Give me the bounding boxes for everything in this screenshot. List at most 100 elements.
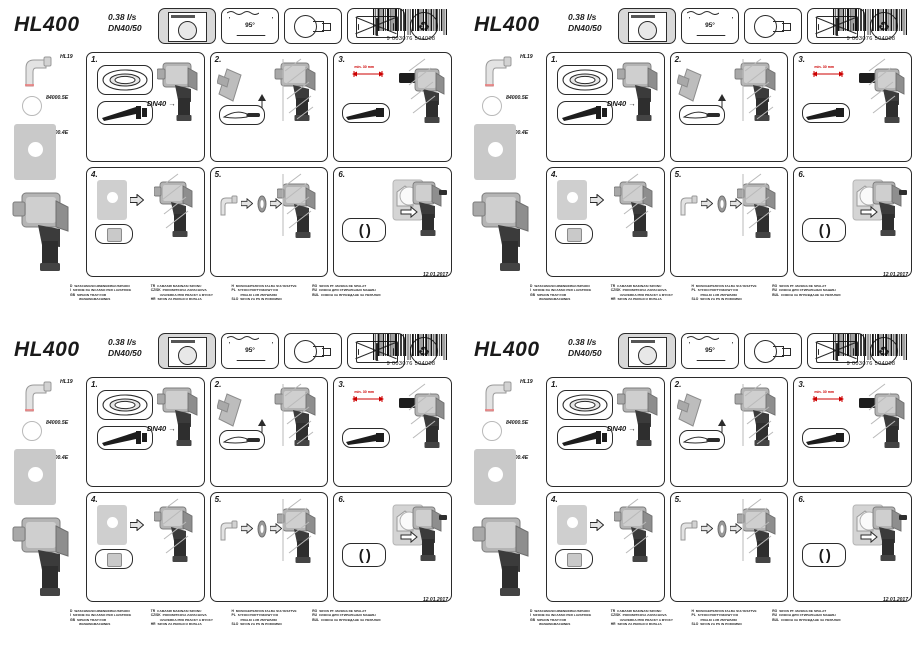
- step-panel-4: 4.: [546, 167, 665, 277]
- pipe-end-inset: [342, 103, 391, 123]
- step-number-5: 5.: [214, 170, 222, 179]
- barcode-bars: [373, 9, 447, 35]
- pipe-cut-inset: [557, 426, 613, 450]
- legend-language-code: H: [231, 609, 234, 613]
- legend-text: MOSOGEPSZIFON FALBA SULYESZTVE: [235, 284, 297, 288]
- knife-drawing: [682, 436, 720, 444]
- water-wave: [227, 335, 259, 340]
- wall-hatching-4: [161, 173, 188, 229]
- part-code-ring: 84000.5E: [506, 420, 529, 426]
- pipe-cut-inset: [97, 101, 153, 125]
- legend-text: SIPHON TRAP FOR: [536, 617, 567, 622]
- legend-language-code: CZ/SK: [150, 288, 161, 293]
- legend-text: CAMASIR MAKINASI SIFONU: [617, 284, 662, 288]
- legend-text: SIFONE DA INCASSO PER LAVATRICE: [72, 613, 132, 618]
- washing-machine-panel: [631, 15, 655, 18]
- nominal-diameter: DN40/50: [108, 23, 142, 33]
- legend-text: SIPHON TRAP FOR: [76, 292, 107, 297]
- water-wave: [687, 335, 719, 340]
- basin-temperature-icon: 95°: [221, 333, 279, 369]
- date-stamp: 12.01.2017: [882, 272, 908, 278]
- legend-language-code: GB: [70, 617, 75, 622]
- legend-text: SIPHON TRAP FOR: [76, 617, 107, 622]
- basin-temperature-icon: 95°: [681, 8, 739, 44]
- dimension-arrow-icon: [812, 396, 845, 402]
- step-number-6: 6.: [338, 170, 345, 179]
- trap-outlet: [322, 23, 331, 31]
- right-arrow-icon-4: [590, 194, 604, 206]
- legend-text: WASCHMASCHINENEINBAUSIPHON: [534, 609, 590, 613]
- part-code-hl19: HL19: [520, 379, 533, 385]
- legend-text-continuation: WASHINGMACHINES: [539, 297, 571, 302]
- step-number-5: 5.: [674, 495, 682, 504]
- parts-column: HL19 84000.5E 84000.4E: [468, 52, 548, 277]
- step-panel-2: 2.: [669, 52, 789, 162]
- rotation-inset: ( ): [342, 543, 387, 567]
- siphon-trap-icon: [284, 333, 342, 369]
- barcode: 9 003076 504008: [372, 9, 450, 42]
- part-code-plate: 84000.4E: [506, 130, 529, 136]
- basin-temperature-icon: 95°: [681, 333, 739, 369]
- legend-text: PODOMITKOVA ZAPACHOVA: [622, 613, 667, 618]
- wall-hatching-4: [161, 498, 188, 554]
- gasket-ring-drawing: [562, 394, 608, 416]
- elbow-illustration-5: [220, 195, 238, 216]
- pipe-cut-inset: [557, 101, 613, 125]
- siphon-body-illustration-3: [858, 393, 905, 448]
- sheet-header: HL400 0.38 l/s DN40/50 95°: [460, 330, 920, 376]
- siphon-body-illustration-4: [613, 506, 653, 562]
- trap-neck: [773, 346, 784, 357]
- step-panel-6: 6. ( ): [333, 492, 452, 602]
- date-stamp: 12.01.2017: [422, 597, 448, 603]
- legend-text: СИФОН ДЛЯ СТИРАЛЬНЫХ МАШИН: [319, 613, 376, 618]
- step-panel-3: 3. min. 30 mm: [333, 52, 452, 162]
- basin-temperature-icon: 95°: [221, 8, 279, 44]
- pipe-cut-inset: [97, 426, 153, 450]
- step-number-4: 4.: [91, 495, 98, 504]
- siphon-trap-icon: [284, 8, 342, 44]
- trap-outlet: [782, 348, 791, 356]
- nominal-diameter: DN40/50: [108, 348, 142, 358]
- pipe-saw-drawing: [102, 106, 147, 121]
- legend-text-continuation: UZAVERKA PRO PRACKY A MYCKY: [619, 617, 673, 622]
- legend-text: SIFON ZA PERILICU RUBLJA: [617, 297, 662, 302]
- cover-plate-hole-4: [567, 517, 578, 528]
- cover-plate-hole-4: [567, 192, 578, 203]
- dn40-label: DN40 →: [147, 424, 176, 433]
- step-number-2: 2.: [214, 380, 222, 389]
- legend-text: SIFON ZA PS IN PODOMNO: [240, 297, 282, 302]
- siphon-assembly-illustration-6: [852, 504, 907, 561]
- legend-text: СИФОН ДЛЯ СТИРАЛЬНЫХ МАШИН: [779, 613, 836, 618]
- water-wave: [687, 10, 719, 15]
- part-code-ring: 84000.5E: [506, 95, 529, 101]
- wall-hatching-5: [742, 498, 772, 561]
- legend-language-code: I: [70, 613, 71, 618]
- washing-machine-drum: [178, 21, 197, 40]
- pictogram-row: 95° ♻: [158, 332, 438, 370]
- legend-text: SYFON PODTYNKOWY DO: [237, 613, 279, 618]
- step-panel-grid: 1. DN40 →: [86, 52, 452, 277]
- plate-detail-inset: [95, 549, 133, 569]
- instruction-sheet: HL400 0.38 l/s DN40/50 95°: [0, 0, 460, 325]
- trap-bowl: [754, 15, 777, 38]
- legend-language-code: RU: [312, 288, 318, 293]
- legend-language-code: SLO: [231, 297, 239, 302]
- model-name: HL400: [474, 338, 540, 361]
- instruction-sheet: HL400 0.38 l/s DN40/50 95°: [0, 325, 460, 650]
